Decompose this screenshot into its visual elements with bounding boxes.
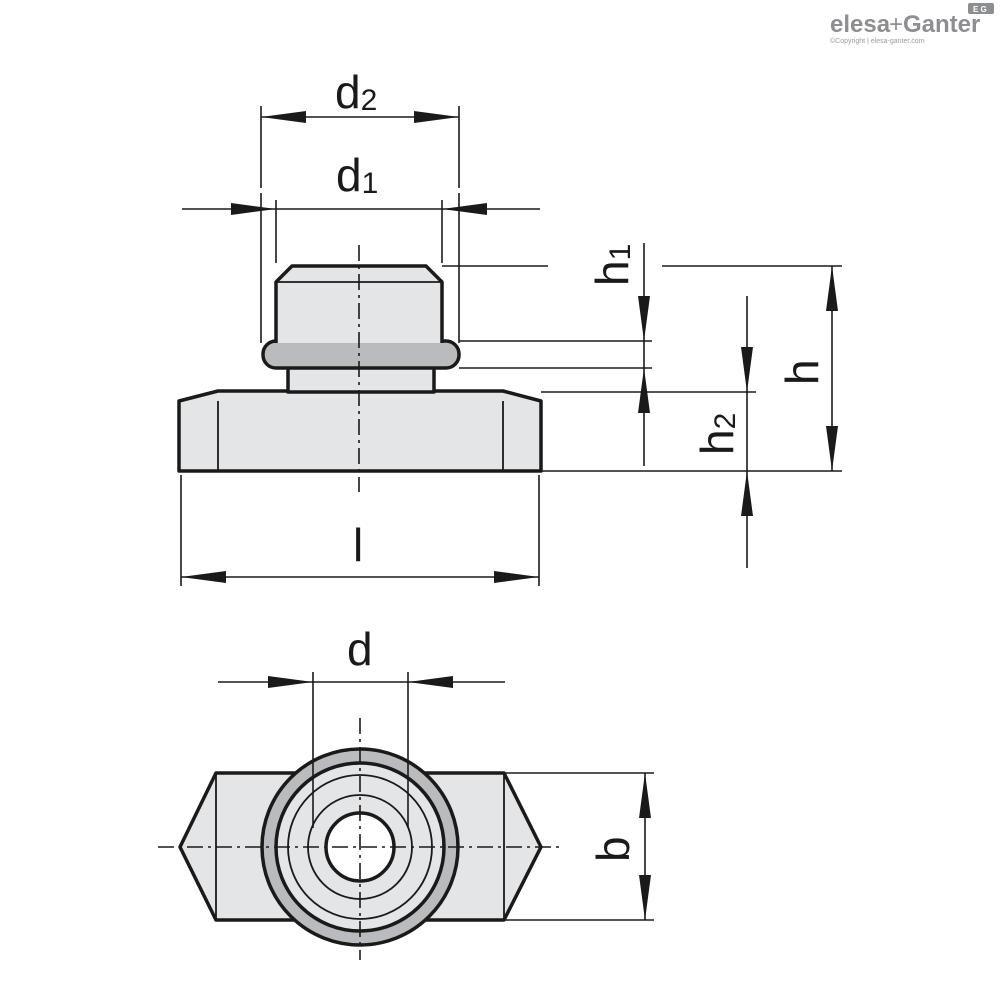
dimension-h2: h2 bbox=[691, 296, 753, 568]
d-arrow-left bbox=[268, 676, 313, 688]
b-arrow-bottom bbox=[639, 875, 651, 920]
d2-arrow-right bbox=[414, 111, 459, 123]
dimension-d1: d1 bbox=[182, 149, 540, 343]
d1-arrow-right bbox=[442, 203, 487, 215]
h1-arrow-top bbox=[638, 296, 650, 341]
dimension-b: b bbox=[504, 772, 654, 921]
label-d1: d1 bbox=[336, 149, 378, 201]
h2-arrow-bottom bbox=[741, 471, 753, 516]
label-b: b bbox=[587, 836, 639, 862]
h1-arrow-bottom bbox=[638, 368, 650, 413]
dimension-l: l bbox=[180, 475, 540, 586]
l-arrow-left bbox=[181, 571, 226, 583]
side-view bbox=[177, 245, 543, 492]
o-ring bbox=[261, 339, 461, 370]
label-d2: d2 bbox=[335, 66, 377, 118]
base-plate bbox=[177, 389, 543, 473]
label-h1: h1 bbox=[586, 244, 638, 286]
brand-name-elesa: elesa bbox=[830, 11, 891, 38]
brand-badge bbox=[968, 3, 994, 14]
dimension-h: h bbox=[776, 266, 838, 471]
l-arrow-right bbox=[494, 571, 539, 583]
d2-arrow-left bbox=[261, 111, 306, 123]
d1-arrow-left bbox=[231, 203, 276, 215]
brand-copyright: ©Copyright | elesa-ganter.com bbox=[830, 37, 925, 45]
top-view bbox=[158, 718, 560, 960]
label-d: d bbox=[347, 623, 373, 675]
brand-plus: + bbox=[889, 11, 903, 38]
dimension-h1: h1 bbox=[586, 243, 650, 466]
brand-name-ganter: Ganter bbox=[903, 11, 980, 38]
label-h2: h2 bbox=[691, 413, 743, 455]
brand-logo: elesa + Ganter E G ©Copyright | elesa-ga… bbox=[830, 3, 994, 45]
label-l: l bbox=[353, 519, 363, 571]
dimension-d2: d2 bbox=[260, 66, 460, 188]
brand-badge-text: E G bbox=[973, 5, 987, 14]
label-h: h bbox=[776, 359, 828, 385]
b-arrow-top bbox=[639, 773, 651, 818]
height-extension-lines bbox=[442, 265, 842, 472]
h-arrow-bottom bbox=[826, 426, 838, 471]
h-arrow-top bbox=[826, 266, 838, 311]
h2-arrow-top bbox=[741, 347, 753, 392]
neck bbox=[286, 364, 436, 394]
d-arrow-right bbox=[408, 676, 453, 688]
dimension-d: d bbox=[218, 623, 505, 828]
